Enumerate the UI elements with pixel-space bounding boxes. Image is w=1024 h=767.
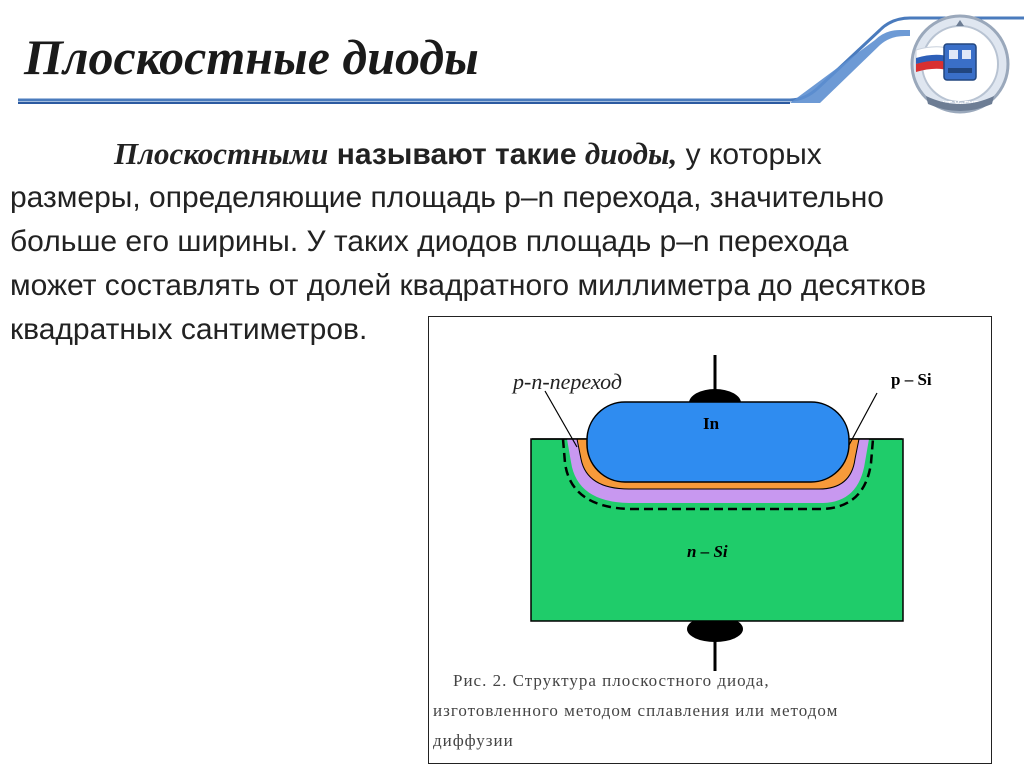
paragraph-line-2: размеры, определяющие площадь p–n перехо…	[10, 181, 884, 214]
university-logo: КЖТ УрГУПС	[910, 14, 1010, 114]
diode-structure-figure: p-n-переход p – Si In n – Si Рис. 2. Стр…	[428, 316, 992, 764]
caption-line-2: изготовленного методом сплавления или ме…	[433, 701, 839, 720]
page-title: Плоскостные диоды	[24, 29, 479, 85]
junction-boundary	[561, 438, 875, 511]
indium-electrode	[586, 401, 850, 483]
paragraph-line-5: квадратных сантиметров.	[10, 313, 368, 346]
junction-leader-line	[544, 390, 578, 448]
phrase-called: называют такие	[328, 138, 585, 171]
paragraph-line-4: может составлять от долей квадратного ми…	[10, 269, 927, 302]
header-decoration	[18, 16, 1024, 104]
label-pn-junction: p-n-переход	[511, 369, 622, 394]
label-indium: In	[703, 414, 720, 433]
caption-line-3: диффузии	[433, 731, 514, 750]
p-si-leader-line	[848, 392, 878, 446]
label-p-si: p – Si	[891, 370, 932, 389]
bottom-contact	[687, 616, 743, 642]
label-n-si: n – Si	[687, 542, 728, 561]
phrase-which: у которых	[677, 138, 822, 171]
definition-paragraph: Плоскостными называют такие диоды, у кот…	[10, 132, 1024, 352]
paragraph-line-1: Плоскостными называют такие диоды, у кот…	[10, 132, 1024, 176]
term-planar: Плоскостными	[114, 136, 329, 171]
caption-line-1: Рис. 2. Структура плоскостного диода,	[453, 671, 770, 690]
diode-diagram: p-n-переход p – Si In n – Si	[511, 355, 932, 671]
term-diodes: диоды,	[584, 136, 678, 171]
paragraph-line-3: больше его ширины. У таких диодов площад…	[10, 225, 849, 258]
